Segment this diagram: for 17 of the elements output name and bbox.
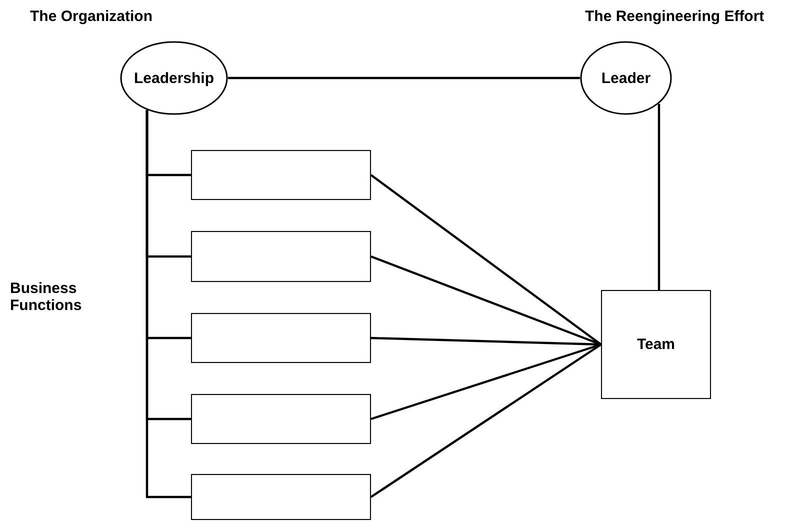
connector-line (658, 104, 660, 290)
function-box (191, 150, 371, 200)
connector-line (146, 110, 191, 498)
function-box (191, 231, 371, 282)
connector-line (370, 344, 602, 498)
heading-label: The Reengineering Effort (585, 8, 766, 25)
team-box (601, 290, 711, 399)
function-box (191, 394, 371, 444)
heading-label: The Organization (30, 8, 154, 25)
function-box (191, 313, 371, 363)
node-label: Team (636, 336, 676, 353)
function-box (191, 474, 371, 520)
connector-line (370, 174, 602, 346)
node-label: Leader (601, 70, 651, 86)
connector-line (228, 76, 580, 80)
node-label: Leadership (134, 70, 214, 86)
heading-label: Business Functions (10, 280, 83, 314)
